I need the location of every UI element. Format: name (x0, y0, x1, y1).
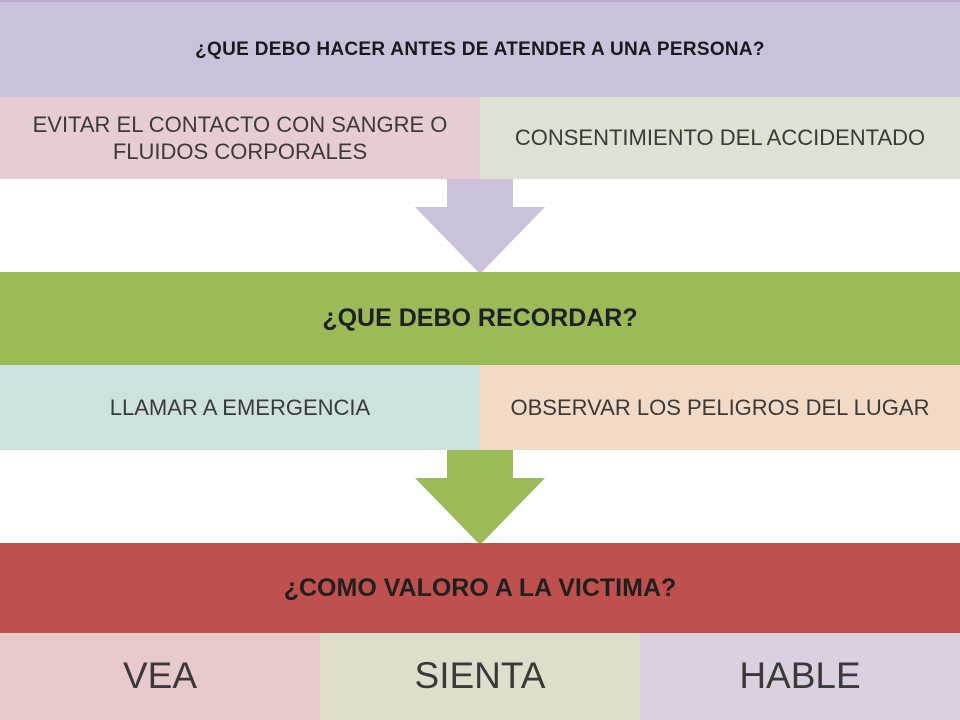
section-2-header: ¿QUE DEBO RECORDAR? (0, 272, 960, 365)
section-3-header: ¿COMO VALORO A LA VICTIMA? (0, 543, 960, 633)
section-2-item-2: OBSERVAR LOS PELIGROS DEL LUGAR (480, 365, 960, 450)
down-arrow-1 (415, 179, 545, 274)
section-2-items: LLAMAR A EMERGENCIA OBSERVAR LOS PELIGRO… (0, 365, 960, 450)
section-1-items: EVITAR EL CONTACTO CON SANGRE O FLUIDOS … (0, 97, 960, 179)
section-1-item-1: EVITAR EL CONTACTO CON SANGRE O FLUIDOS … (0, 97, 480, 179)
section-3-title: ¿COMO VALORO A LA VICTIMA? (283, 573, 677, 602)
section-3-items: VEA SIENTA HABLE (0, 633, 960, 720)
section-3-item-vea: VEA (0, 633, 320, 720)
section-2-item-1: LLAMAR A EMERGENCIA (0, 365, 480, 450)
section-1-title: ¿QUE DEBO HACER ANTES DE ATENDER A UNA P… (195, 38, 765, 60)
section-3-item-hable: HABLE (640, 633, 960, 720)
down-arrow-2 (415, 450, 545, 545)
section-2-title: ¿QUE DEBO RECORDAR? (322, 304, 638, 332)
section-3-item-sienta: SIENTA (320, 633, 640, 720)
section-1-item-2: CONSENTIMIENTO DEL ACCIDENTADO (480, 97, 960, 179)
section-1-header: ¿QUE DEBO HACER ANTES DE ATENDER A UNA P… (0, 0, 960, 97)
